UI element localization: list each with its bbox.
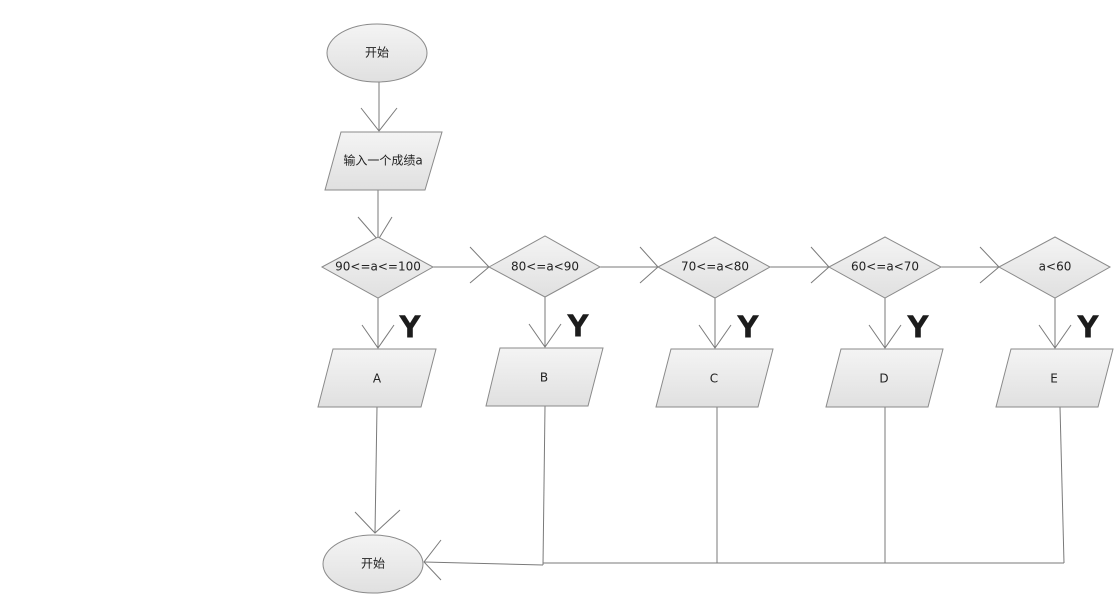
- input-node: 输入一个成绩a: [324, 131, 443, 191]
- connector-outputs-to-end: [423, 405, 1065, 581]
- connector-cond4-to-cond5: [941, 246, 1000, 284]
- connector-cond2-to-b: [528, 297, 562, 348]
- connector-cond3-to-cond4: [770, 246, 830, 284]
- output-label-e: E: [1050, 372, 1058, 386]
- output-node-d: D: [825, 348, 944, 408]
- output-node-b: B: [485, 347, 604, 407]
- output-label-c: C: [710, 372, 718, 386]
- start-label: 开始: [365, 46, 389, 60]
- connector-start-to-input: [360, 82, 398, 132]
- branch-yes-label-4: Y: [906, 311, 930, 346]
- output-label-d: D: [879, 372, 888, 386]
- branch-yes-label-1: Y: [398, 311, 422, 346]
- output-node-c: C: [655, 348, 774, 408]
- connector-cond4-to-d: [868, 298, 902, 349]
- input-label: 输入一个成绩a: [343, 153, 422, 168]
- connector-cond3-to-c: [698, 298, 732, 349]
- decision-label-3: 70<=a<80: [681, 260, 749, 274]
- connector-cond1-to-a: [361, 298, 395, 349]
- connector-cond1-to-cond2: [433, 246, 490, 284]
- output-label-b: B: [540, 371, 548, 385]
- connector-a-to-end: [354, 406, 401, 534]
- decision-label-2: 80<=a<90: [511, 260, 579, 274]
- output-node-e: E: [995, 348, 1114, 408]
- decision-node-3: 70<=a<80: [656, 236, 772, 299]
- end-label: 开始: [361, 557, 385, 571]
- output-label-a: A: [373, 372, 382, 386]
- connector-cond2-to-cond3: [600, 246, 659, 284]
- start-node: 开始: [326, 23, 428, 83]
- decision-node-1: 90<=a<=100: [320, 236, 435, 299]
- branch-yes-label-3: Y: [736, 311, 760, 346]
- decision-node-4: 60<=a<70: [827, 236, 943, 299]
- connector-cond5-to-e: [1038, 298, 1072, 349]
- decision-label-4: 60<=a<70: [851, 260, 919, 274]
- branch-yes-label-5: Y: [1076, 311, 1100, 346]
- decision-node-5: a<60: [997, 236, 1112, 299]
- connector-input-to-cond1: [357, 190, 393, 241]
- end-node: 开始: [322, 534, 424, 594]
- branch-yes-label-2: Y: [566, 310, 590, 345]
- output-node-a: A: [317, 348, 437, 408]
- decision-node-2: 80<=a<90: [487, 235, 602, 298]
- decision-label-5: a<60: [1039, 260, 1072, 274]
- decision-label-1: 90<=a<=100: [335, 260, 421, 274]
